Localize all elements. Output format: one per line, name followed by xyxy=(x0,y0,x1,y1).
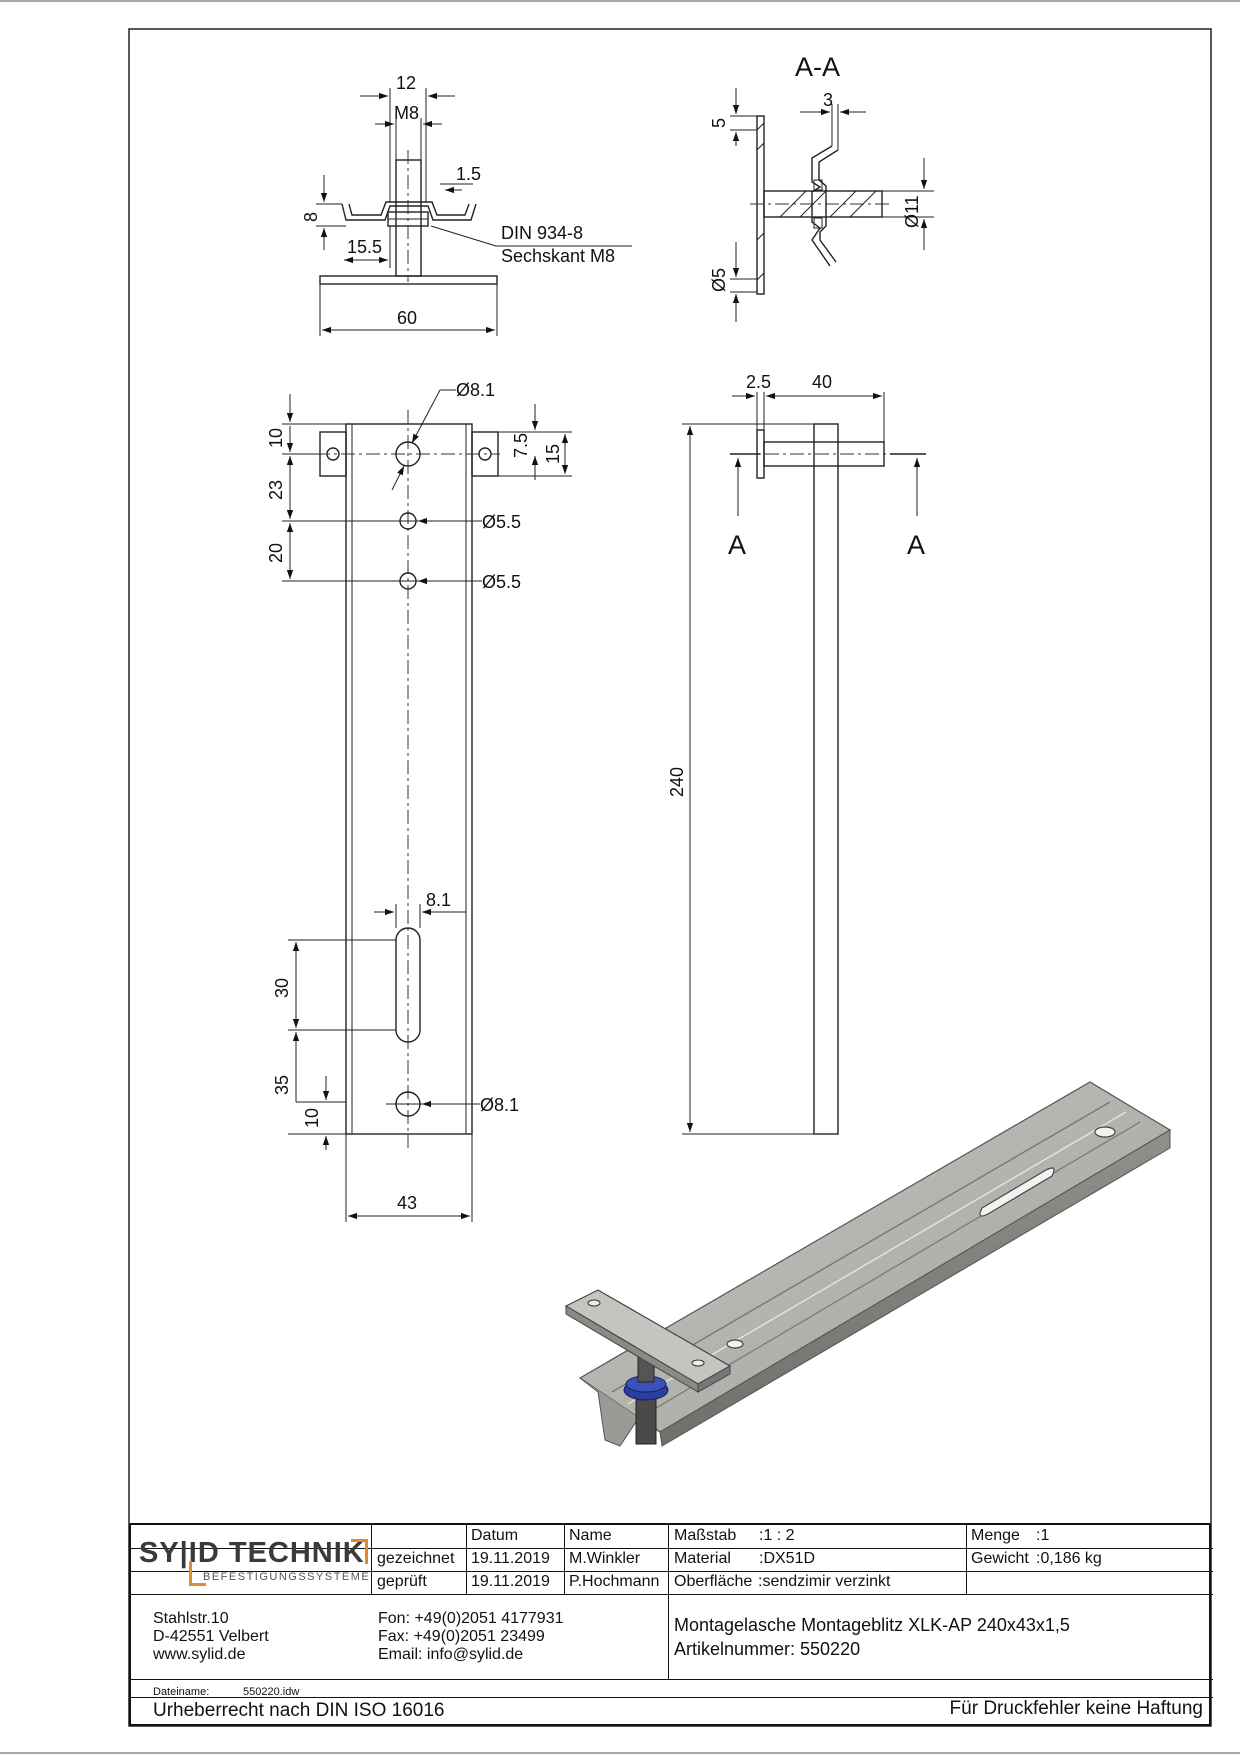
title-block: SY|ID TECHNIK BEFESTIGUNGSSYSTEME Datum … xyxy=(129,1523,1213,1726)
fax: Fax: +49(0)2051 23499 xyxy=(378,1628,545,1645)
dim-2-5: 2.5 xyxy=(746,372,771,392)
dim-10-top: 10 xyxy=(266,428,286,448)
cut-label-right: A xyxy=(907,530,925,560)
address-line-1: Stahlstr.10 xyxy=(153,1610,229,1627)
material-value: :DX51D xyxy=(759,1550,816,1567)
dim-d11: Ø11 xyxy=(902,195,922,228)
dim-23: 23 xyxy=(266,480,286,500)
dim-43: 43 xyxy=(397,1193,417,1213)
website[interactable]: www.sylid.de xyxy=(153,1646,246,1663)
dim-240: 240 xyxy=(667,767,687,797)
material-label: Material xyxy=(674,1550,731,1567)
front-view: 10 23 20 Ø8.1 Ø5.5 Ø5.5 7.5 15 8.1 xyxy=(266,380,572,1222)
dim-35: 35 xyxy=(272,1075,292,1095)
drawn-name: M.Winkler xyxy=(569,1550,641,1567)
file-name: 550220.idw xyxy=(243,1686,300,1698)
weight-label: Gewicht xyxy=(971,1550,1029,1567)
drawing-frame xyxy=(128,28,1212,1727)
dim-10-bottom: 10 xyxy=(302,1108,322,1128)
header-name: Name xyxy=(569,1527,612,1544)
drawn-label: gezeichnet xyxy=(377,1550,455,1567)
logo-bracket-mark xyxy=(351,1539,368,1564)
dim-15-5: 15.5 xyxy=(347,237,382,257)
logo-text: SY|ID TECHNIK xyxy=(139,1537,365,1569)
email[interactable]: Email: info@sylid.de xyxy=(378,1646,524,1663)
weight-value: :0,186 kg xyxy=(1036,1550,1102,1567)
file-label: Dateiname: xyxy=(153,1686,210,1698)
dim-7-5: 7.5 xyxy=(511,433,531,458)
callout-din-934: DIN 934-8 xyxy=(501,223,583,243)
disclaimer: Für Druckfehler keine Haftung xyxy=(949,1698,1203,1719)
dim-1-5: 1.5 xyxy=(456,164,481,184)
dim-20: 20 xyxy=(266,543,286,563)
dim-12: 12 xyxy=(396,73,416,93)
scale-label: Maßstab xyxy=(674,1527,737,1544)
checked-name: P.Hochmann xyxy=(569,1573,660,1590)
article-number: Artikelnummer: 550220 xyxy=(674,1639,861,1659)
header-datum: Datum xyxy=(471,1527,519,1544)
product-name: Montagelasche Montageblitz XLK-AP 240x43… xyxy=(674,1615,1070,1635)
dim-d5: Ø5 xyxy=(709,268,729,292)
phone: Fon: +49(0)2051 4177931 xyxy=(378,1610,564,1627)
dim-60: 60 xyxy=(397,308,417,328)
dim-5: 5 xyxy=(709,118,729,128)
quantity-label: Menge xyxy=(971,1527,1020,1544)
dim-d5-5-a: Ø5.5 xyxy=(482,512,521,532)
surface-value: :sendzimir verzinkt xyxy=(758,1573,891,1590)
callout-hex-m8: Sechskant M8 xyxy=(501,246,615,266)
section-view: A-A 3 5 Ø5 Ø11 xyxy=(709,52,934,322)
dim-m8: M8 xyxy=(394,103,419,123)
dim-d5-5-b: Ø5.5 xyxy=(482,572,521,592)
company-logo: SY|ID TECHNIK BEFESTIGUNGSSYSTEME xyxy=(131,1525,371,1594)
address-line-2: D-42551 Velbert xyxy=(153,1628,269,1645)
dim-d8-1-bottom: Ø8.1 xyxy=(480,1095,519,1115)
dim-d8-1-top: Ø8.1 xyxy=(456,380,495,400)
dim-30: 30 xyxy=(272,978,292,998)
dim-15: 15 xyxy=(543,444,563,464)
cut-label-left: A xyxy=(728,530,746,560)
section-label: A-A xyxy=(795,52,840,82)
dim-8: 8 xyxy=(301,212,321,222)
side-view: 2.5 40 240 A A xyxy=(667,372,926,1135)
dim-3: 3 xyxy=(823,90,833,110)
dim-40: 40 xyxy=(812,372,832,392)
drawn-date: 19.11.2019 xyxy=(471,1550,550,1567)
copyright-notice: Urheberrecht nach DIN ISO 16016 xyxy=(153,1700,445,1721)
surface-label: Oberfläche xyxy=(674,1573,753,1590)
quantity-value: :1 xyxy=(1036,1527,1050,1544)
checked-date: 19.11.2019 xyxy=(471,1573,550,1590)
checked-label: geprüft xyxy=(377,1573,427,1590)
isometric-rail-image xyxy=(564,1081,1172,1447)
logo-bracket-mark-left xyxy=(189,1561,206,1586)
dim-8-1-slot: 8.1 xyxy=(426,890,451,910)
logo-subtitle: BEFESTIGUNGSSYSTEME xyxy=(203,1571,371,1583)
scale-value: :1 : 2 xyxy=(759,1527,795,1544)
top-view: 12 M8 1.5 8 15.5 60 DIN 934-8 Sechskant … xyxy=(301,73,632,336)
